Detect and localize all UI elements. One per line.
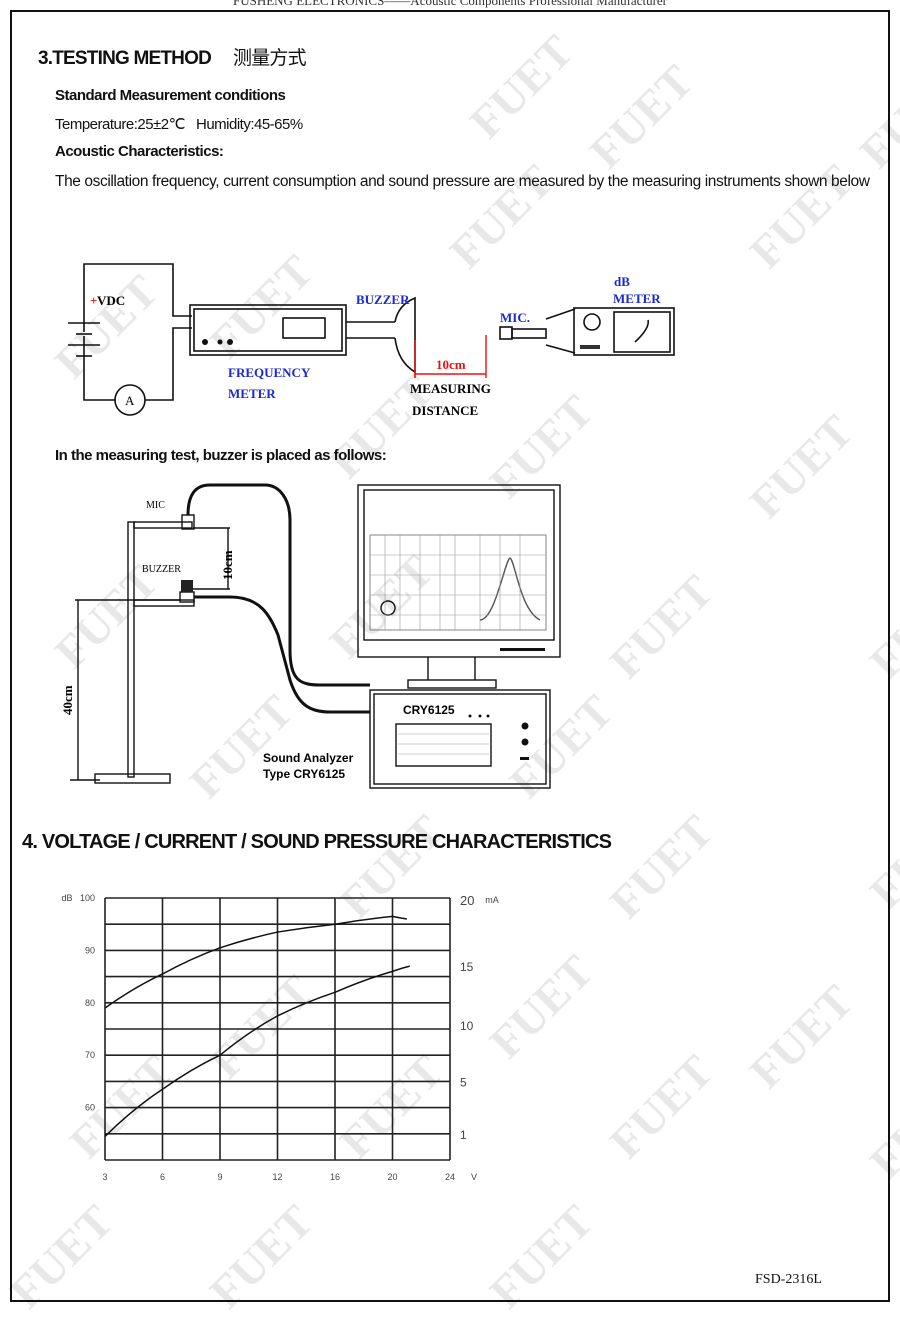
x-tick-label: 9 — [217, 1172, 222, 1182]
frequency-meter-label: FREQUENCY — [228, 365, 311, 380]
x-tick-label: 20 — [387, 1172, 397, 1182]
measuring-distance-label: MEASURING — [410, 381, 491, 396]
vdc-label: VDC — [97, 293, 125, 308]
mic-label: MIC — [146, 500, 165, 511]
y-right-tick-label: 5 — [460, 1075, 467, 1089]
y-left-tick-label: 90 — [85, 945, 95, 955]
buzzer-label: BUZZER — [356, 292, 410, 307]
x-tick-label: 12 — [272, 1172, 282, 1182]
measuring-distance-label-2: DISTANCE — [412, 403, 478, 418]
acoustic-text: The oscillation frequency, current consu… — [55, 173, 870, 190]
conditions-heading: Standard Measurement conditions — [55, 87, 286, 104]
distance-10cm-label: 10cm — [220, 550, 235, 580]
db-meter-label-2: METER — [613, 291, 661, 306]
page-frame — [10, 10, 890, 1302]
analyzer-caption-1: Sound Analyzer — [263, 751, 354, 765]
distance-40cm-label: 40cm — [60, 685, 75, 715]
conditions-text: Temperature:25±2℃ Humidity:45-65% — [55, 116, 303, 133]
y-right-tick-label: 20 — [460, 893, 474, 908]
sound-pressure-curve — [104, 915, 407, 1009]
y-left-tick-label: 70 — [85, 1050, 95, 1060]
buzzer-placement-diagram: MIC BUZZER 10cm 40cm CRY6125 Sound Analy… — [60, 483, 561, 789]
analyzer-model-label: CRY6125 — [403, 703, 455, 717]
section4-title: 4. VOLTAGE / CURRENT / SOUND PRESSURE CH… — [22, 831, 612, 853]
frequency-meter-label-2: METER — [228, 386, 276, 401]
placement-heading: In the measuring test, buzzer is placed … — [55, 447, 387, 464]
buzzer-label: BUZZER — [142, 564, 181, 575]
y-left-tick-label: 100 — [80, 893, 95, 903]
vdc-plus-label: + — [90, 293, 97, 308]
x-axis-label: V — [471, 1172, 477, 1182]
y-right-tick-label: 10 — [460, 1019, 474, 1033]
x-tick-label: 24 — [445, 1172, 455, 1182]
section3-title-text: 3.TESTING METHOD — [38, 48, 212, 69]
distance-label: 10cm — [436, 357, 466, 372]
x-tick-label: 16 — [330, 1172, 340, 1182]
section3-title-cn: 测量方式 — [233, 48, 307, 69]
y-left-tick-label: 80 — [85, 998, 95, 1008]
y-left-axis-label: dB — [61, 893, 72, 903]
page-header: FUSHENG ELECTRONICS——Acoustic Components… — [232, 0, 667, 8]
current-curve — [104, 965, 410, 1137]
ammeter-label: A — [125, 393, 135, 408]
y-left-tick-label: 60 — [85, 1103, 95, 1113]
y-right-tick-label: 15 — [460, 960, 474, 974]
section3-title: 3.TESTING METHOD 测量方式 — [38, 43, 307, 70]
measurement-circuit-diagram: + VDC A FREQUENCY METER BUZZER 10cm MEAS… — [68, 263, 675, 418]
model-number: FSD-2316L — [755, 1272, 822, 1287]
y-right-axis-label: mA — [485, 895, 499, 905]
acoustic-heading: Acoustic Characteristics: — [55, 143, 224, 160]
voltage-current-spl-chart: 3 6 9 12 16 20 24 V 100 90 80 70 60 dB 20 15 10 5 1 mA — [61, 893, 499, 1182]
x-tick-label: 3 — [102, 1172, 107, 1182]
db-meter-label: dB — [614, 274, 630, 289]
y-right-tick-label: 1 — [460, 1128, 467, 1142]
analyzer-caption-2: Type CRY6125 — [263, 767, 345, 781]
mic-label: MIC. — [500, 310, 530, 325]
x-tick-label: 6 — [160, 1172, 165, 1182]
